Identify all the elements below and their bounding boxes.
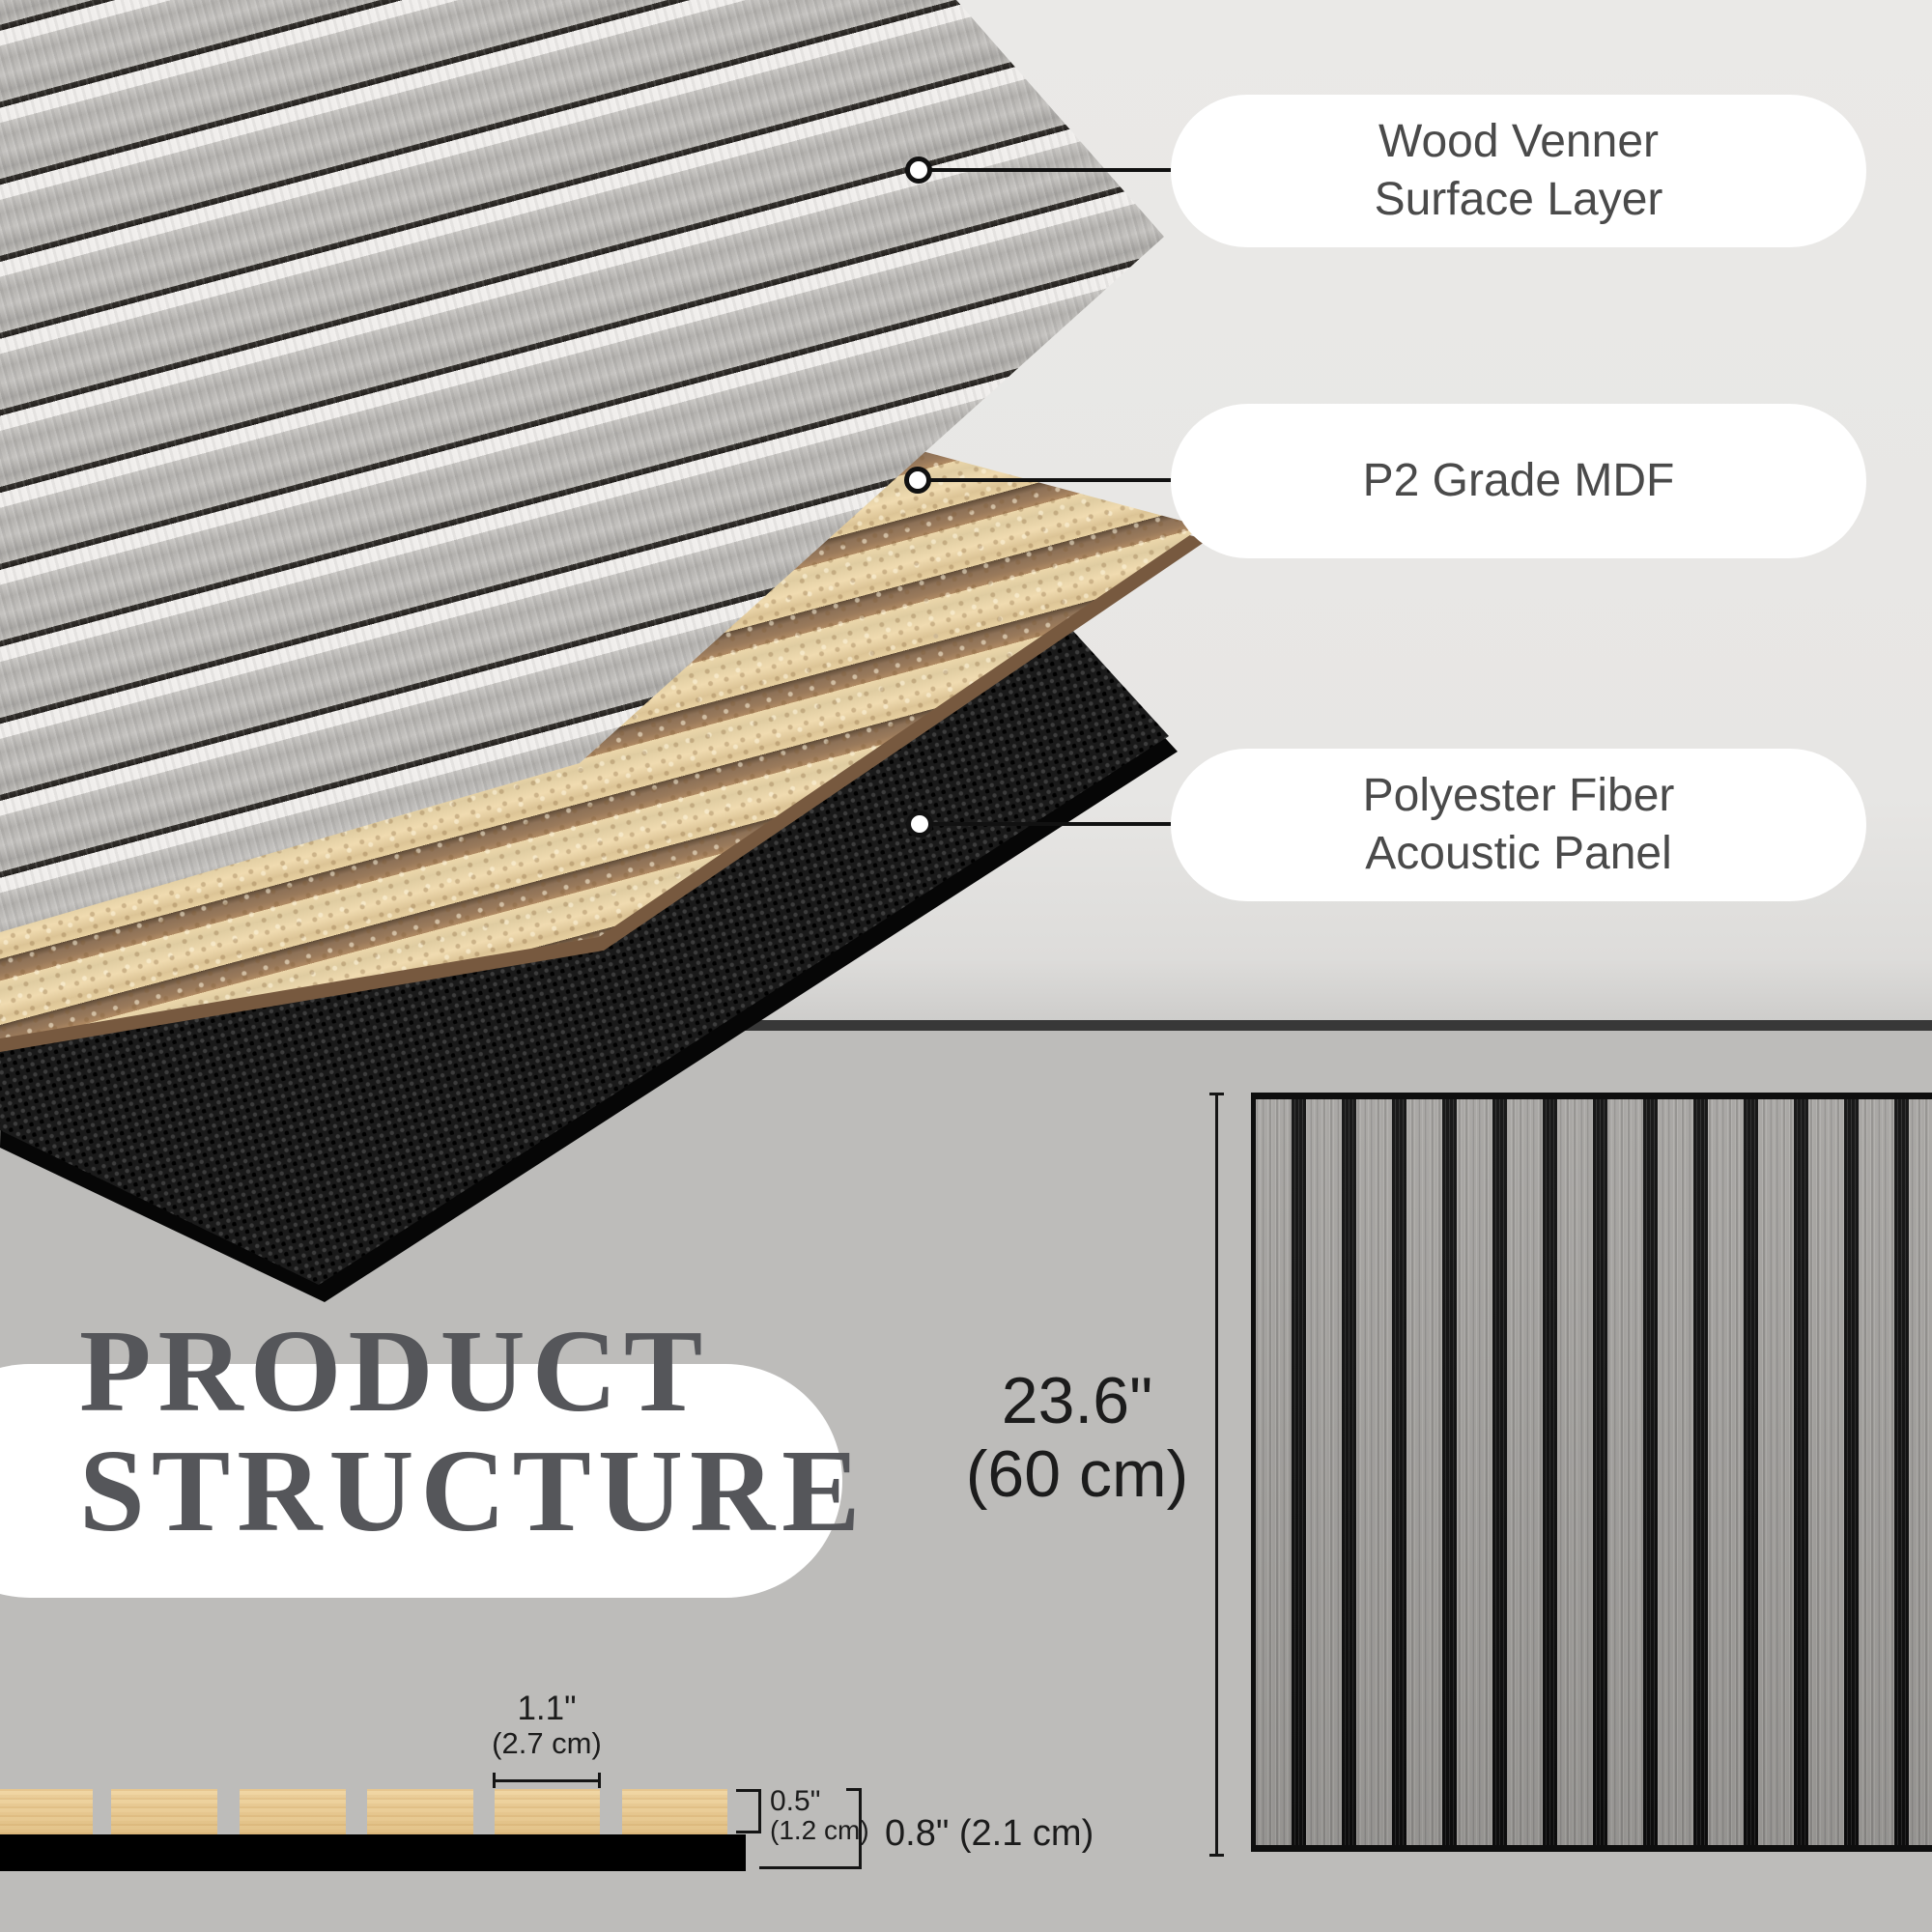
- cross-section-slat: [495, 1789, 600, 1834]
- title-background-blob: [0, 1364, 842, 1598]
- cross-section-slat: [0, 1789, 93, 1834]
- panel-height-metric: (60 cm): [965, 1437, 1189, 1511]
- dimension-tick: [1209, 1093, 1224, 1095]
- cross-section-slat: [367, 1789, 473, 1834]
- label-acoustic-line2: Acoustic Panel: [1365, 828, 1672, 879]
- label-acoustic-line1: Polyester Fiber: [1362, 770, 1675, 821]
- cross-section-slat: [240, 1789, 346, 1834]
- slat-width-label: 1.1": [517, 1690, 577, 1727]
- dimension-tick: [1209, 1854, 1224, 1857]
- dimension-tick: [493, 1773, 496, 1788]
- label-mdf-line1: P2 Grade MDF: [1362, 455, 1675, 506]
- dimension-tick: [598, 1773, 601, 1788]
- cross-section-acoustic-base: [0, 1834, 746, 1871]
- panel-height-value: 23.6": [1001, 1364, 1153, 1437]
- slat-height-label: 0.5": [770, 1785, 821, 1817]
- dimension-tick: [759, 1866, 862, 1869]
- section-divider: [0, 1020, 1932, 1031]
- dimension-tick: [846, 1788, 862, 1791]
- panel-front-slats: [1256, 1099, 1932, 1845]
- connector-dot-acoustic: [906, 810, 933, 838]
- label-veneer-line2: Surface Layer: [1374, 174, 1663, 225]
- dimension-line-total-thickness: [859, 1788, 862, 1869]
- page-title: PRODUCT STRUCTURE: [79, 1312, 867, 1551]
- dimension-line-panel-height: [1215, 1094, 1218, 1856]
- dimension-tick: [736, 1789, 761, 1792]
- connector-dot-veneer: [905, 156, 932, 184]
- panel-height-label: 23.6" (60 cm): [956, 1364, 1198, 1511]
- connector-line-mdf: [918, 478, 1171, 482]
- connector-line-acoustic: [920, 822, 1171, 826]
- dimension-line-slat-height: [758, 1789, 761, 1833]
- cross-section-slat: [111, 1789, 217, 1834]
- label-pill-mdf: P2 Grade MDF: [1171, 404, 1866, 558]
- slat-height-metric-label: (1.2 cm): [770, 1815, 869, 1845]
- dimension-line-slat-width: [494, 1779, 600, 1782]
- total-thickness-label: 0.8" (2.1 cm): [885, 1813, 1094, 1854]
- cross-section-slat: [622, 1789, 727, 1834]
- panel-front-view: [1251, 1093, 1932, 1852]
- label-pill-acoustic: Polyester Fiber Acoustic Panel: [1171, 749, 1866, 901]
- page-title-line1: PRODUCT: [79, 1306, 710, 1436]
- label-veneer-line1: Wood Venner: [1378, 116, 1659, 167]
- slat-width-metric-label: (2.7 cm): [492, 1726, 602, 1760]
- connector-line-veneer: [919, 168, 1171, 172]
- label-pill-veneer: Wood Venner Surface Layer: [1171, 95, 1866, 247]
- page-title-line2: STRUCTURE: [79, 1426, 867, 1556]
- dimension-tick: [736, 1831, 761, 1833]
- connector-dot-mdf: [904, 467, 931, 494]
